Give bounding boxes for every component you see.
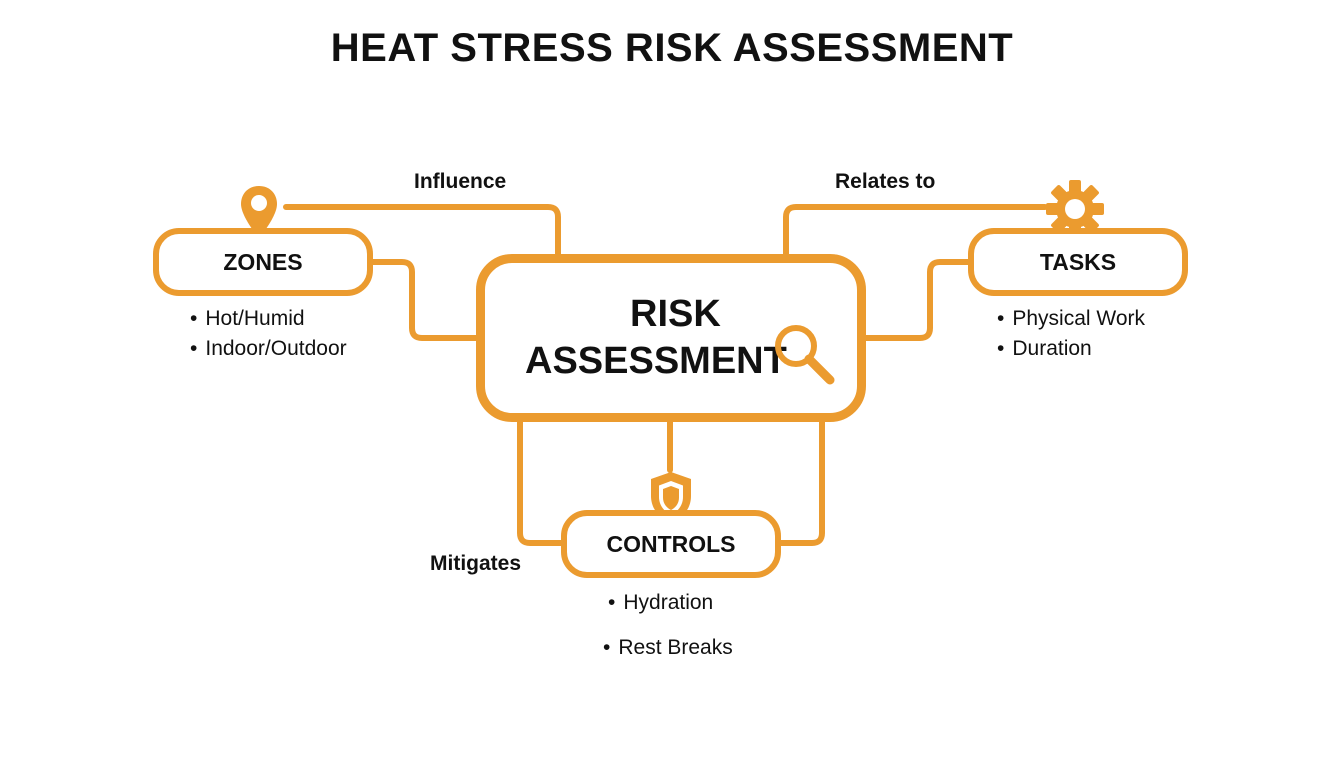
center-title-line2: ASSESSMENT <box>525 340 787 382</box>
tasks-bullet-list: Physical Work Duration <box>997 304 1145 364</box>
zones-center-connector <box>370 259 481 341</box>
center-title-line1: RISK <box>630 292 721 335</box>
controls-label: CONTROLS <box>606 530 736 557</box>
zones-bullet-item: Hot/Humid <box>190 304 347 334</box>
zones-node: ZONES <box>153 228 373 296</box>
tasks-label: TASKS <box>1039 248 1117 275</box>
tasks-bullet-item: Physical Work <box>997 304 1145 334</box>
controls-center-connector <box>776 417 825 546</box>
risk-assessment-node: RISK ASSESSMENT <box>476 254 866 422</box>
location-pin-icon <box>241 186 277 238</box>
controls-bullet-item: Hydration <box>608 588 713 618</box>
zones-bullet-item: Indoor/Outdoor <box>190 334 346 364</box>
mitigates-connector <box>517 417 566 546</box>
controls-node: CONTROLS <box>561 510 781 578</box>
zones-bullet-list: Hot/Humid Indoor/Outdoor <box>190 304 347 364</box>
diagram-title: HEAT STRESS RISK ASSESSMENT <box>330 26 1014 70</box>
relates-to-label: Relates to <box>835 170 936 193</box>
controls-bullet-list-2: Rest Breaks <box>603 633 732 663</box>
magnifier-icon <box>775 325 835 385</box>
tasks-bullet-item: Duration <box>997 334 1145 364</box>
zones-label: ZONES <box>223 248 303 275</box>
controls-bullet-list: Hydration <box>608 588 713 618</box>
tasks-center-connector <box>861 259 973 341</box>
mitigates-label: Mitigates <box>430 552 522 575</box>
controls-bullet-item: Rest Breaks <box>603 633 732 663</box>
tasks-node: TASKS <box>968 228 1188 296</box>
influence-connector <box>283 204 561 259</box>
relates-to-connector <box>783 204 1048 259</box>
influence-label: Influence <box>414 170 507 193</box>
